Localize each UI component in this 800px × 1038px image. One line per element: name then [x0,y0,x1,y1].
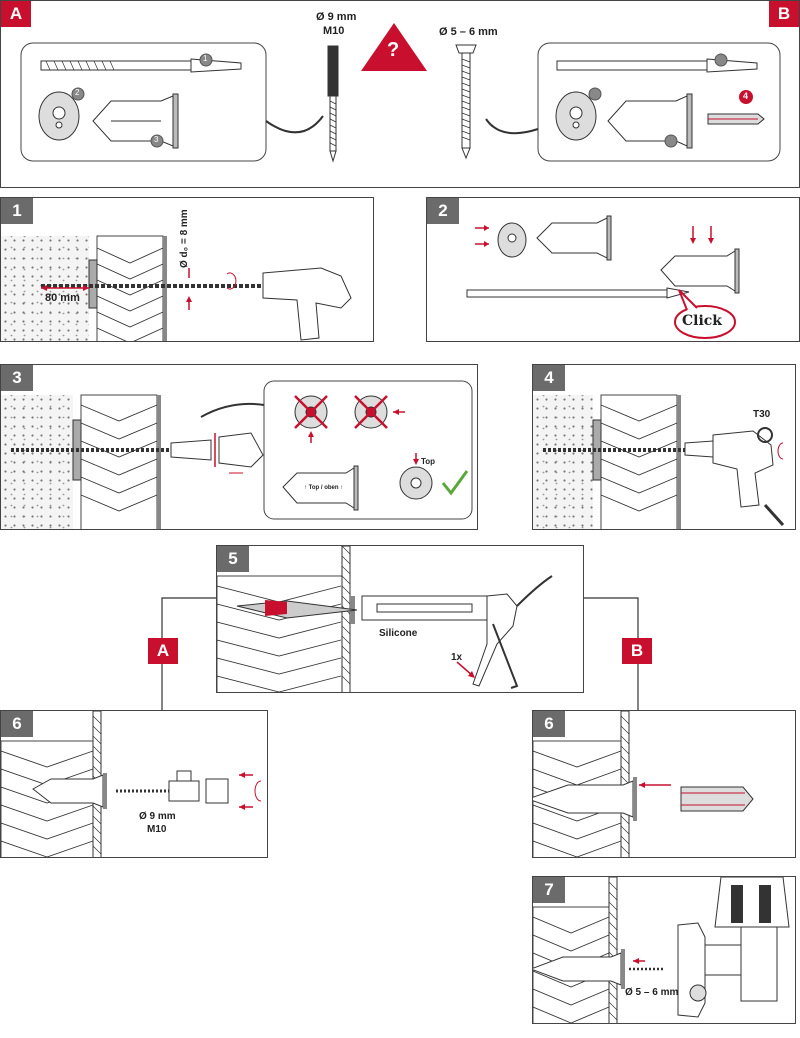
step-6a-panel: 6 Ø 9 mm M10 [0,710,268,858]
screw-size-label: Ø 5 – 6 mm [625,987,679,998]
step-7-illustration [533,877,790,1023]
part-number-3: 3 [154,135,159,144]
part-number-4: 4 [743,91,749,101]
silicone-label: Silicone [379,628,418,639]
step-6a-badge: 6 [1,711,33,737]
concrete-wall [533,395,593,529]
dowel-orientation-text: ↑ Top / oben ↑ [304,485,344,491]
step-7-panel: 7 Ø 5 – 6 mm [532,876,796,1024]
step-2-panel: 2 Click [426,197,800,342]
screw-size-label: Ø 5 – 6 mm [439,26,498,38]
step-7-badge: 7 [533,877,565,903]
step-4-badge: 4 [533,365,565,391]
variant-a-badge: A [1,1,31,27]
concrete-wall [1,395,73,529]
branch-b-badge: B [622,638,652,664]
step-5-panel: 5 Silicone 1x [216,545,584,693]
step-6b-illustration [533,711,754,857]
step-1-panel: 1 80 mm Ø d₀ = 8 mm [0,197,374,342]
dowel-body-icon [92,93,179,149]
step-3-illustration [11,380,473,529]
drill-depth-label: 80 mm [45,292,80,304]
bolt-size-label: Ø 9 mm [139,811,176,822]
step-6b-badge: 6 [533,711,565,737]
step-1-badge: 1 [1,198,33,224]
branch-a-badge: A [148,638,178,664]
bolt-m10-icon [327,45,339,163]
step-6b-panel: 6 [532,710,796,858]
torx-bit-label: T30 [753,409,771,420]
top-label: Top [421,457,436,466]
step-3-badge: 3 [1,365,33,391]
torx-icon [757,427,773,443]
question-mark: ? [387,39,400,61]
bolt-thread-label: M10 [147,824,167,835]
overview-panel: A B [0,0,800,188]
click-label: Click [682,313,723,329]
step-5-badge: 5 [217,546,249,572]
step-5-illustration [217,546,553,692]
step-3-panel: 3 [0,364,478,530]
part-number-2: 2 [75,88,80,97]
step-2-illustration [466,215,740,339]
bolt-thread-label: M10 [323,25,345,37]
step-4-illustration [543,394,785,529]
variant-b-badge: B [769,1,799,27]
wood-screw-icon [455,44,477,160]
part-number-1: 1 [203,54,208,63]
step-6a-illustration [1,711,262,857]
bolt-size-label: Ø 9 mm [316,11,357,23]
step-4-panel: 4 T30 [532,364,796,530]
step-2-badge: 2 [427,198,459,224]
drill-diameter-label: Ø d₀ = 8 mm [179,209,190,268]
press-count-label: 1x [451,652,463,663]
step-1-illustration [41,235,352,341]
overview-illustration [20,23,781,163]
washer-plate-icon [38,91,80,141]
